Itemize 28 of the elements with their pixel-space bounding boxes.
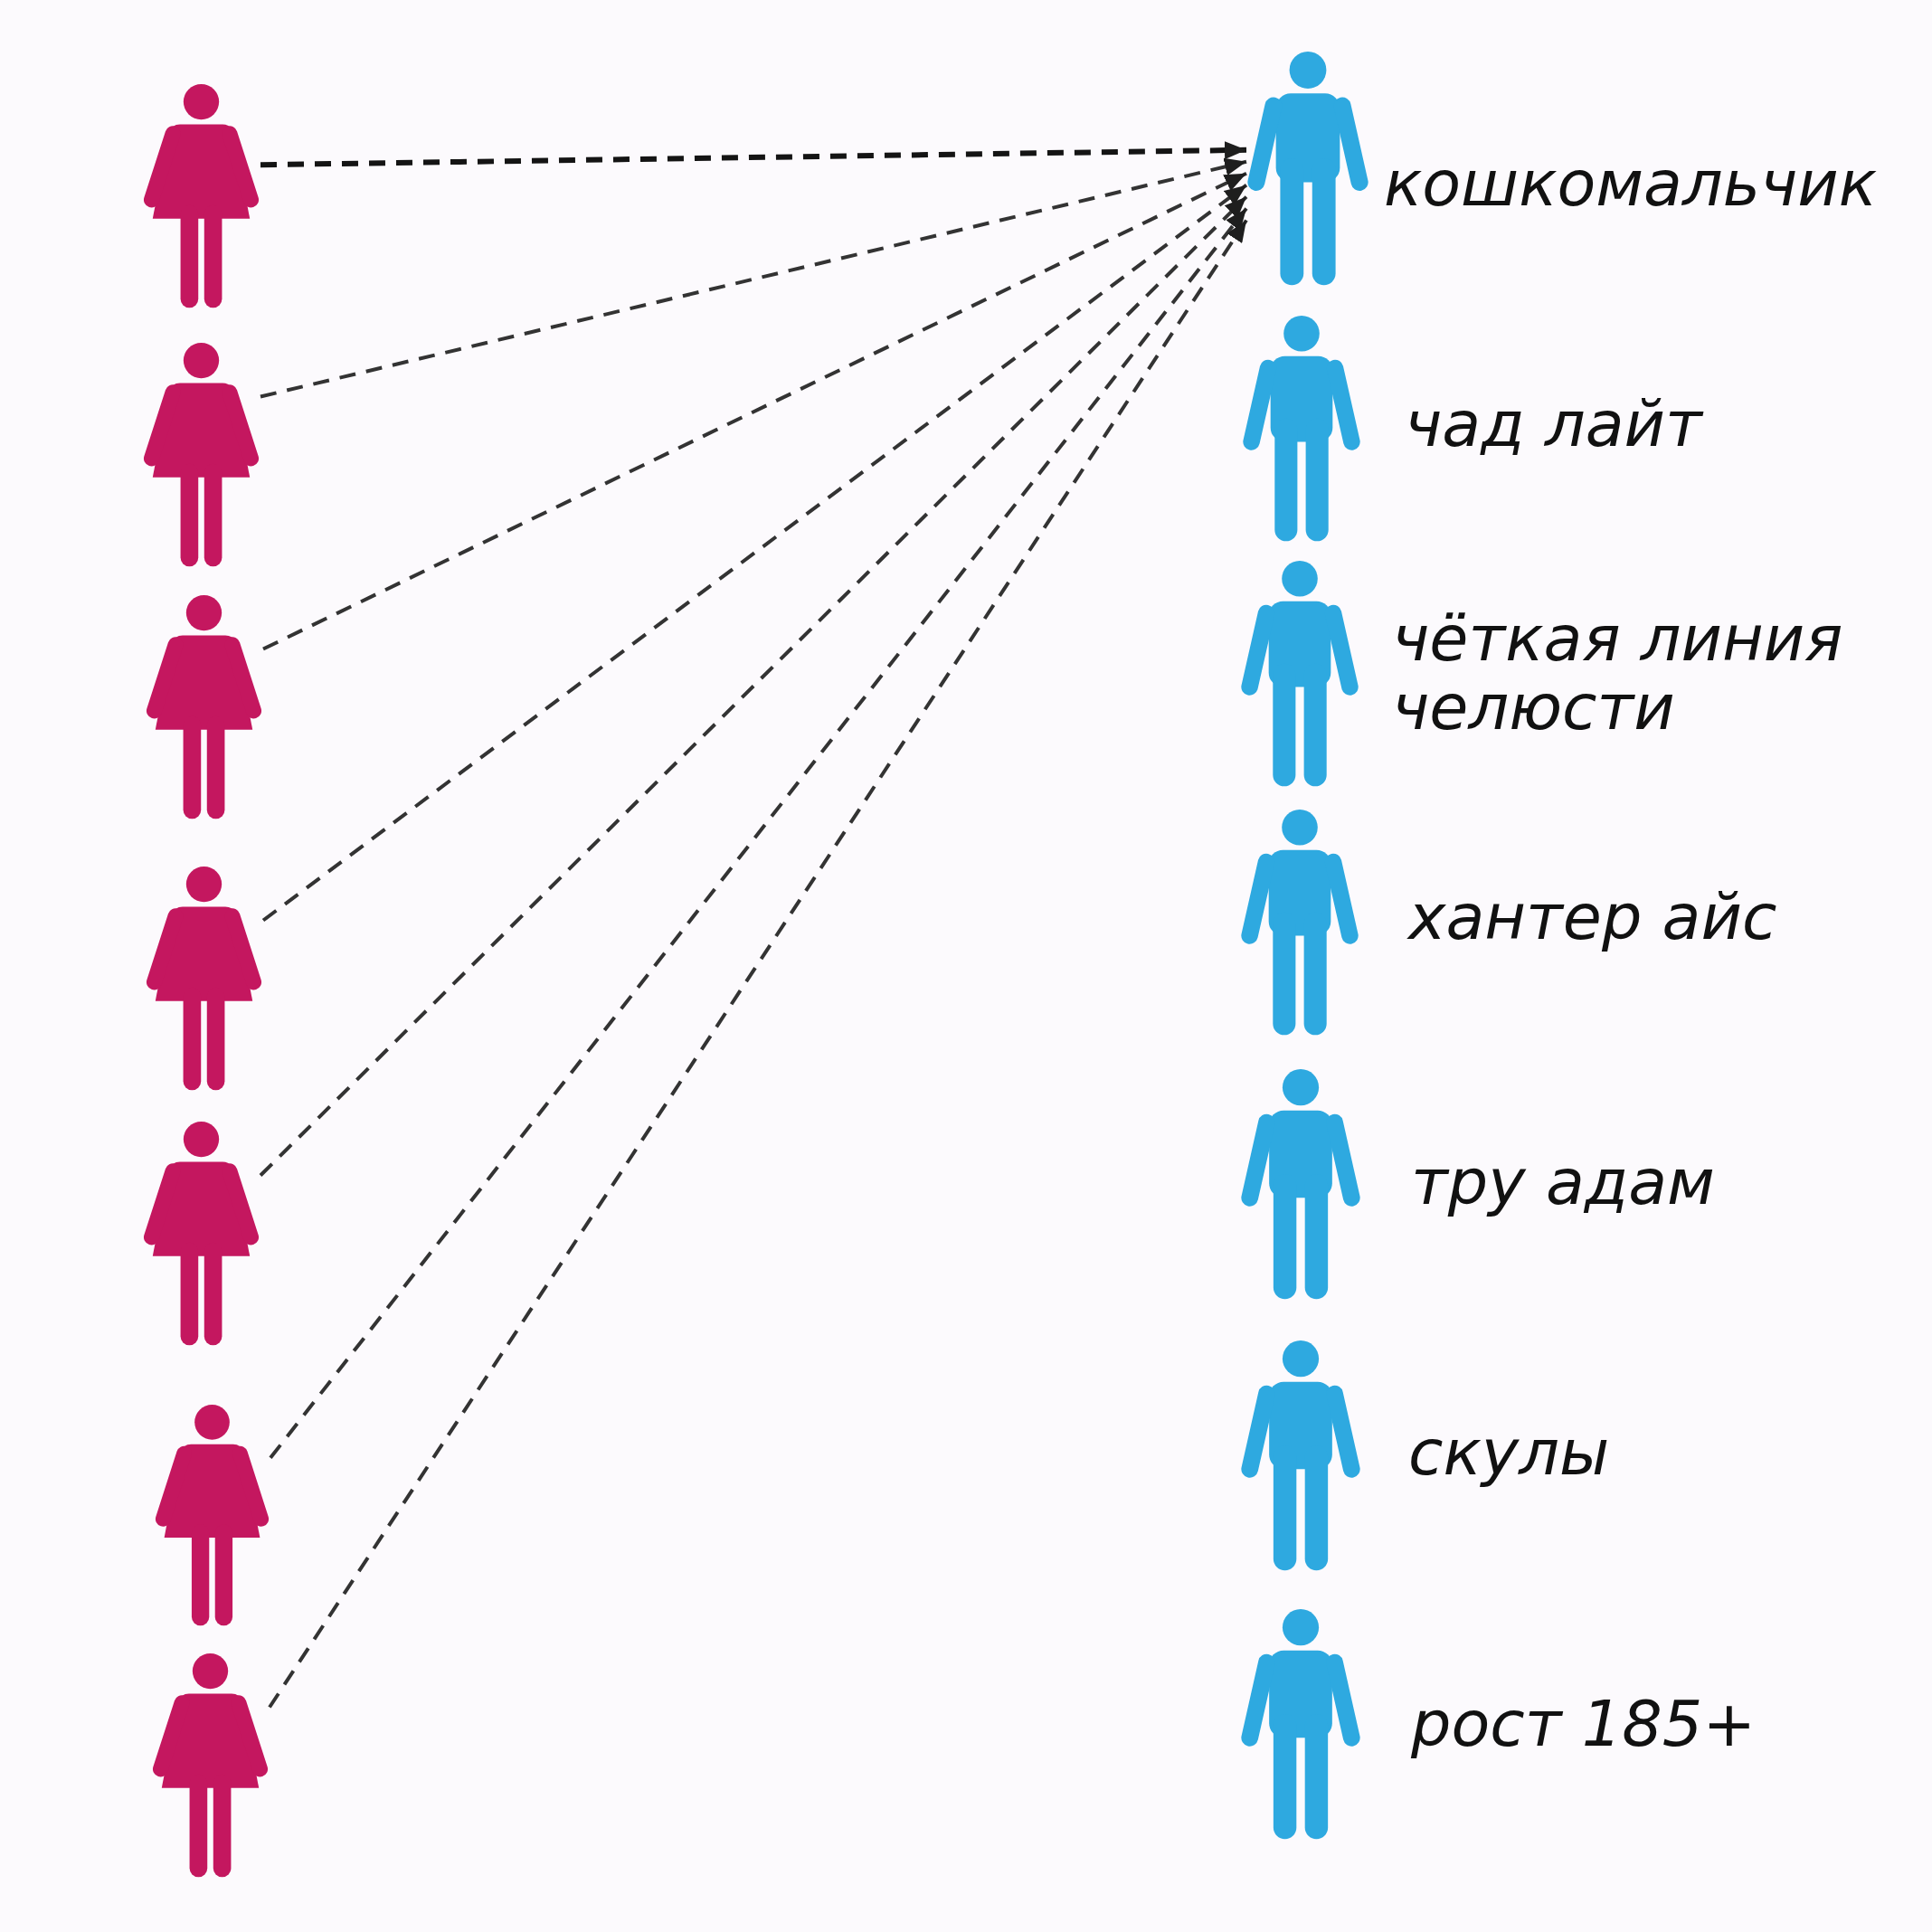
person-label: рост 185+ (1411, 1690, 1757, 1759)
woman-icon (142, 1122, 260, 1346)
woman-icon (145, 595, 263, 819)
woman-icon (142, 343, 260, 567)
woman-icon (151, 1653, 270, 1878)
woman-icon (154, 1405, 270, 1626)
woman-icon (142, 84, 260, 308)
dashed-arrow (260, 157, 1247, 399)
person-label: хантер айс (1408, 884, 1777, 952)
dashed-arrow (261, 184, 1248, 923)
man-icon (1242, 316, 1361, 542)
person-label: чад лайт (1405, 391, 1702, 459)
dashed-arrow (262, 171, 1247, 651)
dashed-arrow (260, 141, 1247, 168)
man-icon (1240, 810, 1359, 1036)
man-icon (1240, 561, 1359, 787)
man-icon (1240, 1340, 1361, 1571)
man-icon (1240, 1609, 1361, 1840)
person-label: чёткая линия челюсти (1392, 605, 1844, 743)
dashed-arrow (268, 219, 1248, 1709)
person-label: скулы (1408, 1419, 1610, 1488)
man-icon (1246, 52, 1369, 286)
man-icon (1240, 1069, 1361, 1300)
person-label: тру адам (1411, 1149, 1715, 1217)
woman-icon (145, 867, 263, 1091)
dashed-arrow (259, 195, 1248, 1177)
dashed-arrow (269, 207, 1248, 1460)
person-label: кошкомальчик (1384, 150, 1878, 219)
